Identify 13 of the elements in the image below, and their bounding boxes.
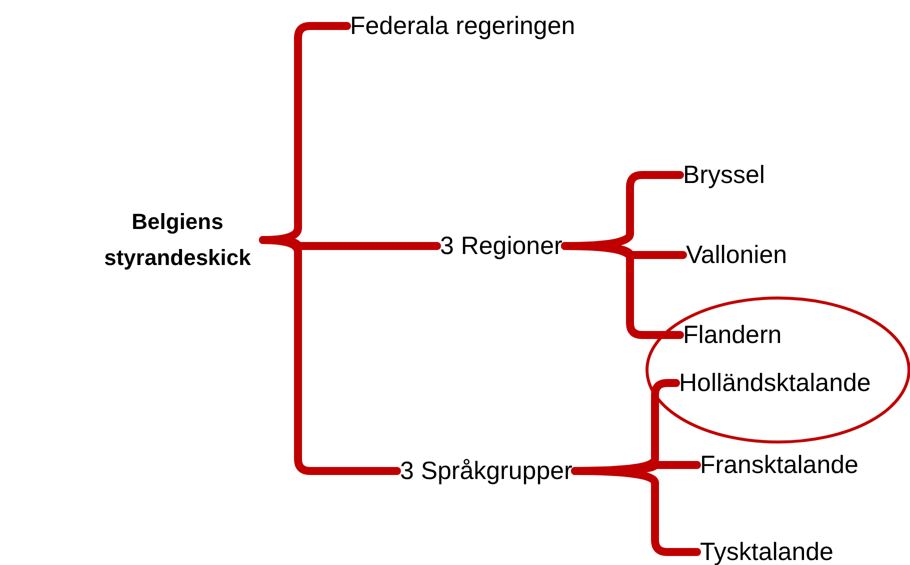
node-text: Bryssel bbox=[683, 160, 765, 190]
node-text: Vallonien bbox=[686, 240, 788, 270]
node-text: Holländsktalande bbox=[679, 368, 871, 398]
bracket-line bbox=[259, 236, 401, 475]
node-text: Flandern bbox=[683, 320, 782, 350]
node-text: Tysktalande bbox=[700, 537, 834, 565]
node-text: Belgiens styrandeskick bbox=[95, 204, 260, 276]
node-text: Fransktalande bbox=[700, 450, 858, 480]
bracket-line bbox=[561, 242, 684, 339]
bracket-line bbox=[571, 467, 701, 556]
node-text: 3 Språkgrupper bbox=[400, 456, 572, 486]
node-text: Federala regeringen bbox=[350, 11, 576, 41]
node-text: 3 Regioner bbox=[440, 231, 562, 261]
